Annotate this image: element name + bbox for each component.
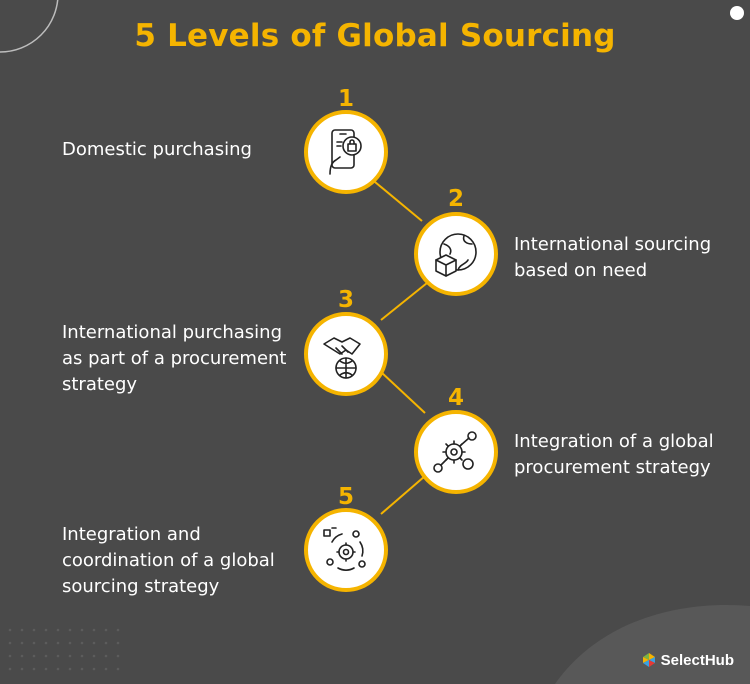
gears-network-icon <box>433 431 477 473</box>
level-4-circle <box>414 410 498 494</box>
shopping-phone-icon <box>329 129 362 175</box>
level-3-label-line: strategy <box>62 374 138 395</box>
level-3-number: 3 <box>337 287 354 313</box>
level-4-label-line: Integration of a global <box>514 431 714 452</box>
level-5-label-line: coordination of a global <box>62 550 275 571</box>
level-5-number: 5 <box>337 484 354 510</box>
page-title: 5 Levels of Global Sourcing <box>134 18 616 54</box>
level-1-label: Domestic purchasing <box>62 137 252 163</box>
connector-lines <box>374 181 428 515</box>
level-2-circle <box>414 212 498 296</box>
level-3-label-line: as part of a procurement <box>62 348 287 369</box>
level-1-label-line: Domestic purchasing <box>62 139 252 160</box>
corner-badge-icon <box>730 6 744 20</box>
level-5-label-line: sourcing strategy <box>62 576 220 597</box>
level-4-label-line: procurement strategy <box>514 457 711 478</box>
level-3-label: International purchasing as part of a pr… <box>62 320 287 398</box>
level-2-label-line: International sourcing <box>514 234 712 255</box>
level-4-label: Integration of a global procurement stra… <box>514 429 714 481</box>
level-2-number: 2 <box>447 186 464 212</box>
handshake-globe-icon <box>323 337 361 379</box>
level-5-label-line: Integration and <box>62 524 201 545</box>
globe-package-icon <box>435 233 477 277</box>
level-1-number: 1 <box>337 86 354 112</box>
brand-name: SelectHub <box>660 651 734 669</box>
strategy-cycle-icon <box>323 527 366 571</box>
brand-logo: SelectHub <box>641 650 734 670</box>
level-3-circle <box>304 312 388 396</box>
level-3-label-line: International purchasing <box>62 322 282 343</box>
level-2-label-line: based on need <box>514 260 648 281</box>
level-1-circle <box>304 110 388 194</box>
level-5-label: Integration and coordination of a global… <box>62 522 275 600</box>
level-5-circle <box>304 508 388 592</box>
selecthub-logo-icon <box>642 653 655 667</box>
level-2-label: International sourcing based on need <box>514 232 711 284</box>
level-4-number: 4 <box>447 385 464 411</box>
